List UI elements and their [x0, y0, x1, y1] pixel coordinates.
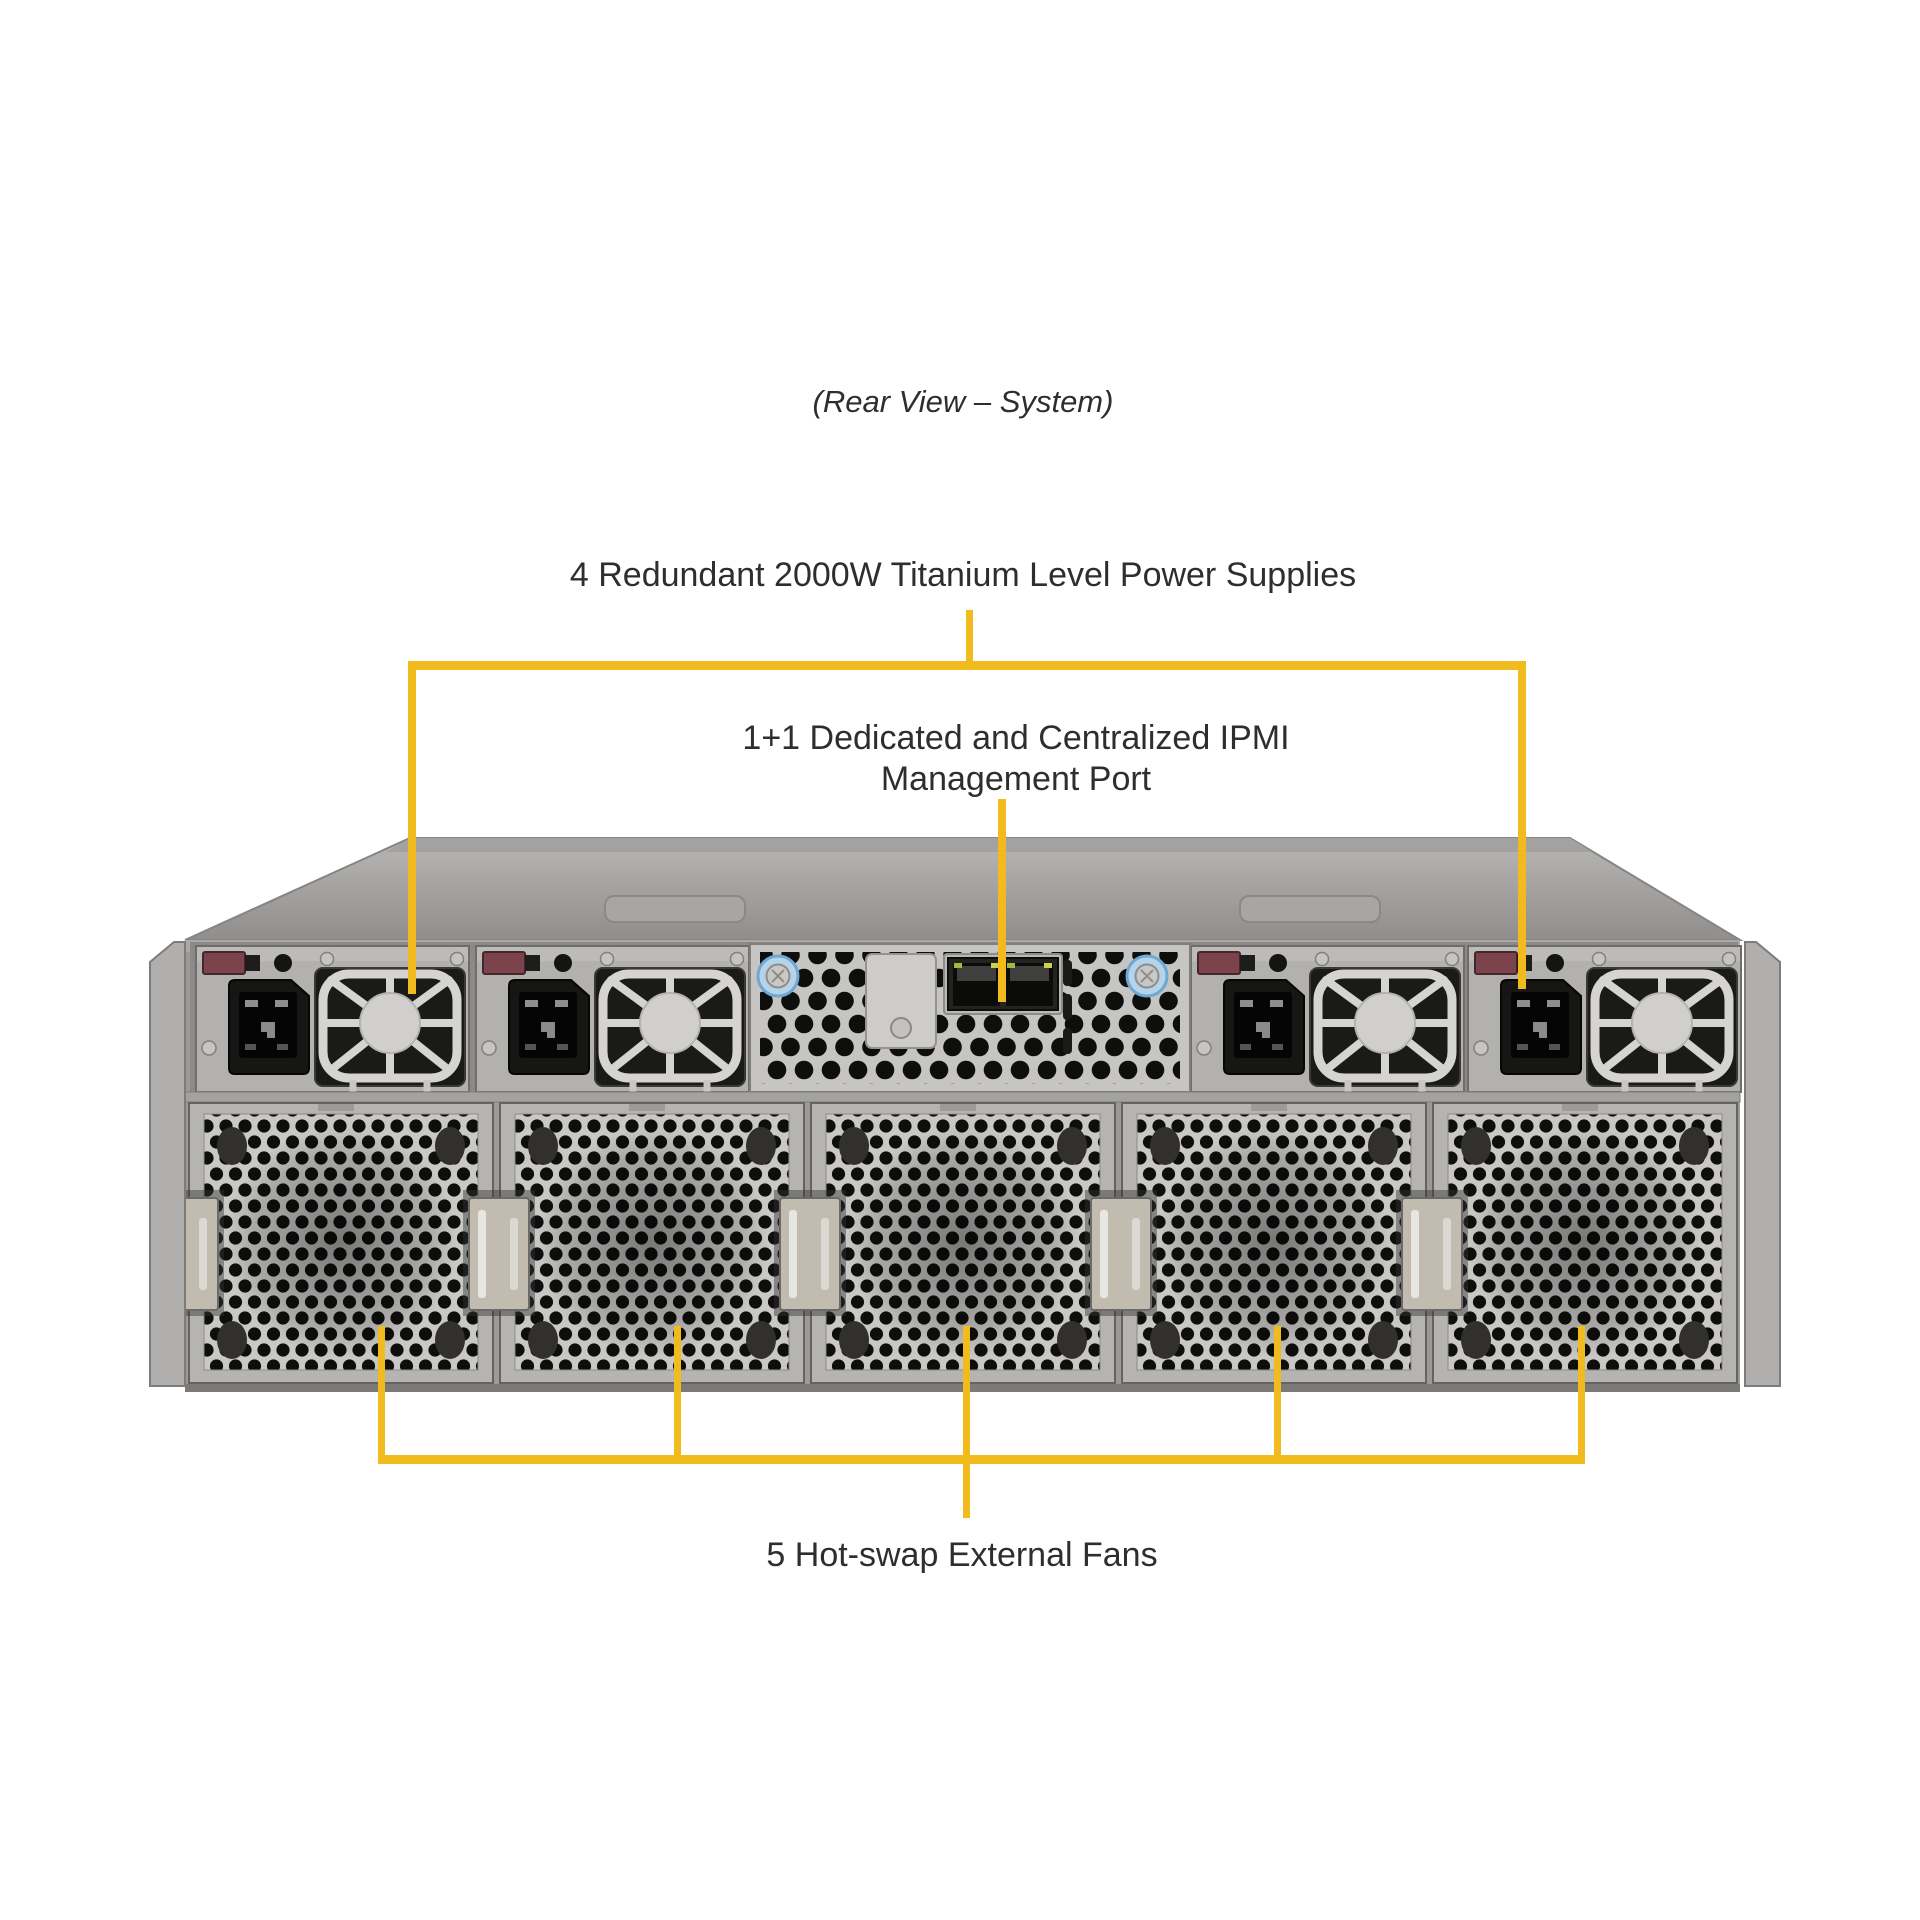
- chassis-bottom-edge: [185, 1384, 1740, 1392]
- ipmi-module: [749, 943, 1191, 1093]
- callout-line-psu-horizontal: [408, 661, 1526, 670]
- callout-line-fan-1: [378, 1326, 385, 1458]
- callout-line-fan-3: [963, 1326, 970, 1458]
- chassis-top-lid: [184, 837, 1744, 941]
- mid-rail: [184, 1091, 1741, 1103]
- fan-module-3: [773, 1102, 1116, 1384]
- power-supply-module-1: [196, 946, 469, 1100]
- ipmi-callout-line1: 1+1 Dedicated and Centralized IPMI: [742, 719, 1290, 757]
- fan-module-4: [1084, 1102, 1427, 1384]
- power-supply-module-2: [476, 946, 749, 1100]
- callout-line-fans-stub: [963, 1455, 970, 1518]
- lid-latch-recess: [1239, 895, 1381, 923]
- fan-row: [151, 1102, 1738, 1384]
- rack-ear-right: [1744, 941, 1781, 1387]
- power-supply-module-3: [1191, 946, 1464, 1100]
- rack-ear-left: [149, 941, 186, 1387]
- callout-line-fan-5: [1578, 1326, 1585, 1458]
- callout-line-psu-left: [408, 661, 416, 994]
- fans-callout-label: 5 Hot-swap External Fans: [766, 1536, 1158, 1574]
- psu-callout-label: 4 Redundant 2000W Titanium Level Power S…: [569, 556, 1357, 594]
- power-supply-module-4: [1468, 946, 1741, 1100]
- callout-line-fan-2: [674, 1326, 681, 1458]
- ipmi-thumbscrew-right: [1125, 954, 1169, 998]
- lid-latch-recess: [604, 895, 746, 923]
- diagram-title: (Rear View – System): [812, 384, 1114, 419]
- callout-line-fans-horizontal: [378, 1455, 1585, 1464]
- callout-line-psu-right: [1518, 661, 1526, 989]
- callout-line-ipmi-stub: [998, 799, 1006, 1002]
- server-rear-illustration: [149, 837, 1781, 1392]
- fan-module-5: [1395, 1102, 1738, 1384]
- fan-module-2: [462, 1102, 805, 1384]
- callout-line-psu-stub: [966, 610, 973, 665]
- ipmi-callout-line2: Management Port: [880, 760, 1152, 798]
- ipmi-thumbscrew-left: [756, 954, 800, 998]
- ipmi-cover-plate: [865, 953, 937, 1049]
- ipmi-callout-label: 1+1 Dedicated and Centralized IPMI Manag…: [742, 718, 1289, 800]
- callout-line-fan-4: [1274, 1326, 1281, 1458]
- fan-module-1: [151, 1102, 494, 1384]
- lid-back-lip: [386, 838, 1592, 852]
